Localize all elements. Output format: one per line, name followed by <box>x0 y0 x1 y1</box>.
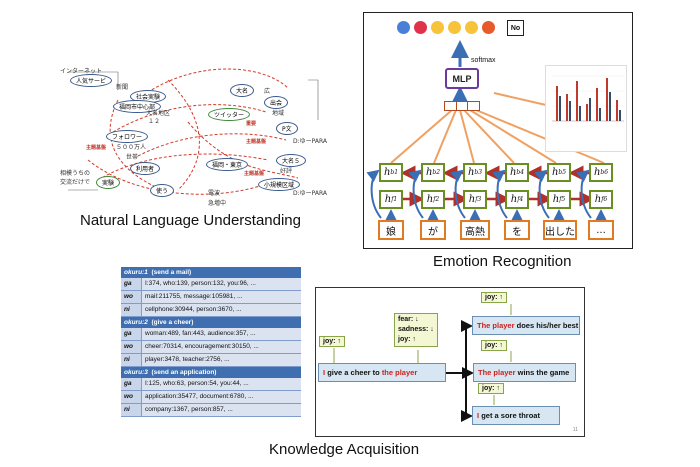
input-token: が <box>420 220 446 240</box>
nlu-node: フォロワー <box>106 130 149 143</box>
target-event-box: The player does his/her best <box>472 316 580 335</box>
nlu-link-lines <box>68 68 319 195</box>
nlu-text: 世帯 <box>126 154 139 161</box>
target-event-box: The player wins the game <box>473 363 576 382</box>
nlu-text: 広 <box>264 88 271 95</box>
nlu-text: 急増中 <box>208 200 227 207</box>
like-icon <box>397 21 410 34</box>
nlu-node: 福岡市中心部 <box>113 100 162 113</box>
nlu-tag: 主題基盤 <box>246 139 267 145</box>
nlu-text: インターネット <box>60 68 103 75</box>
emotion-arrows <box>366 40 607 221</box>
nlu-text: 好評 <box>280 168 293 175</box>
nlu-text: １２ <box>148 118 161 125</box>
nlu-tag: 重要 <box>246 121 257 127</box>
haha-icon <box>431 21 444 34</box>
nlu-node: 利用者 <box>130 162 161 175</box>
emotion-label-mixed: fear: ↓sadness: ↓joy: ↑ <box>394 313 438 347</box>
pooling-layer <box>444 101 480 111</box>
emotion-label: joy: ↑ <box>319 336 345 347</box>
nlu-graph: インターネット 人気サービ 新聞 社会実験 福岡市中心部 大名地区 １２ 大名 … <box>58 60 338 210</box>
nlu-tag: 主題基盤 <box>244 171 265 177</box>
table-group-header: okuru:1 (send a mail) <box>121 267 301 278</box>
nlu-node: 小規模区域 <box>258 178 301 191</box>
mlp-box: MLP <box>445 68 479 89</box>
input-token: 出した <box>543 220 577 240</box>
wow-icon <box>448 21 461 34</box>
nlu-node: 福岡・東京 <box>206 158 249 171</box>
nlu-node: 大名５ <box>276 154 307 167</box>
nlu-node: 出会 <box>264 96 289 109</box>
input-token: を <box>504 220 530 240</box>
emotion-mini-chart-bars <box>552 75 624 122</box>
emotion-label: joy: ↑ <box>481 340 507 351</box>
emotion-diagram: No <box>363 12 633 249</box>
nlu-text: 相模うちの <box>60 170 91 177</box>
nlu-node: P文 <box>276 122 298 135</box>
nlu-node: 使う <box>150 184 175 197</box>
nlu-caption: Natural Language Understanding <box>80 212 301 229</box>
nlu-node: 実験 <box>96 176 121 189</box>
input-token: 高熱 <box>460 220 490 240</box>
nlu-text: 交流だけで <box>60 179 91 186</box>
nlu-text: 電波 <box>208 190 221 197</box>
emotion-label: joy: ↑ <box>481 292 507 303</box>
nlu-text: D:ゆーPARA <box>293 190 328 197</box>
emotion-label: joy: ↑ <box>478 383 504 394</box>
nlu-node: 人気サービ <box>70 74 113 87</box>
ka-caption: Knowledge Acquisition <box>269 441 420 458</box>
page-number: 11 <box>572 427 578 433</box>
softmax-label: softmax <box>471 57 496 64</box>
table-group-header: okuru:2 (give a cheer) <box>121 317 301 328</box>
table-group-header: okuru:3 (send an application) <box>121 367 301 378</box>
nlu-tag: 主題基盤 <box>86 145 107 151</box>
source-event-box: I give a cheer to the player <box>318 363 446 382</box>
no-reaction-box: No <box>507 20 524 36</box>
love-icon <box>414 21 427 34</box>
nlu-node: ツイッター <box>208 108 251 121</box>
nlu-node: 大名 <box>230 84 255 97</box>
nlu-text: ５００万人 <box>116 144 147 151</box>
nlu-text: D:ゆーPARA <box>293 138 328 145</box>
emotion-mini-chart <box>545 65 627 152</box>
emotion-caption: Emotion Recognition <box>433 253 572 270</box>
nlu-text: 地域 <box>272 110 285 117</box>
input-token: 娘 <box>378 220 404 240</box>
target-event-box: I get a sore throat <box>472 406 560 425</box>
event-relation-diagram: joy: ↑ fear: ↓sadness: ↓joy: ↑ joy: ↑ jo… <box>315 287 585 437</box>
nlu-text: 新聞 <box>116 84 129 91</box>
input-token: ... <box>588 220 614 240</box>
sad-icon <box>465 21 478 34</box>
nlu-text: 大名地区 <box>146 110 171 117</box>
event-arrows <box>333 304 512 422</box>
angry-icon <box>482 21 495 34</box>
